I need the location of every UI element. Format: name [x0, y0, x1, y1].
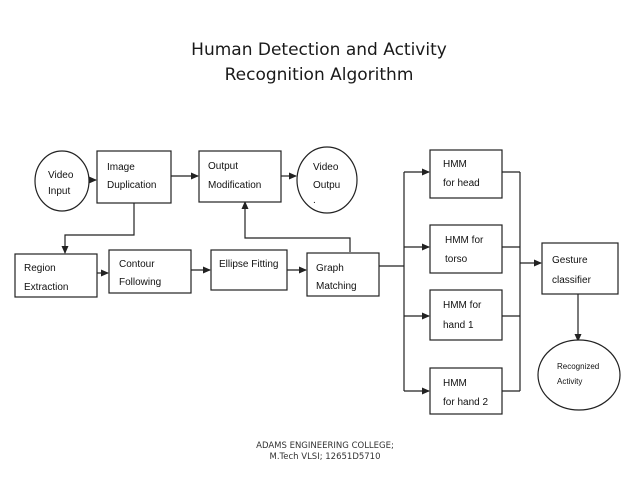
connectors [61, 168, 582, 395]
node-contour-following-line-2: Following [119, 277, 161, 288]
node-image-duplication-line-1: Image [107, 162, 135, 173]
slide-footer: ADAMS ENGINEERING COLLEGE; M.Tech VLSI; … [200, 441, 450, 463]
node-hmm-head: HMM for head [429, 149, 503, 199]
node-hmm-head-line-1: HMM [443, 159, 467, 170]
node-gesture-classifier-line-1: Gesture [552, 255, 588, 266]
node-gesture-classifier: Gesture classifier [541, 242, 619, 295]
node-graph-matching-line-2: Matching [316, 281, 357, 292]
node-output-modification-line-1: Output [208, 161, 238, 172]
node-image-duplication-line-2: Duplication [107, 180, 156, 191]
node-hmm-torso: HMM for torso [429, 224, 503, 274]
node-video-output-line-3: . [313, 195, 316, 206]
node-recognized-activity: Recognized Activity [537, 339, 621, 411]
node-region-extraction-line-2: Extraction [24, 282, 68, 293]
node-region-extraction: Region Extraction [14, 253, 98, 298]
arrow-image-duplication-to-region-extraction [61, 203, 135, 254]
node-ellipse-fitting-line-1: Ellipse Fitting [219, 259, 278, 270]
node-output-modification: Output Modification [198, 150, 282, 203]
node-graph-matching-line-1: Graph [316, 263, 344, 274]
diagram-title: Human Detection and Activity Recognition… [0, 38, 638, 88]
node-video-input-line-2: Input [48, 186, 70, 197]
node-hmm-hand1: HMM for hand 1 [429, 289, 503, 341]
arrow-graph-matching-to-output-modification [241, 201, 351, 252]
node-hmm-torso-line-2: torso [445, 254, 468, 265]
footer-line-2: M.Tech VLSI; 12651D5710 [269, 452, 381, 462]
node-output-modification-line-2: Modification [208, 180, 261, 191]
node-video-input: Video Input [34, 150, 90, 212]
node-hmm-head-line-2: for head [443, 178, 480, 189]
node-hmm-hand1-line-1: HMM for [443, 300, 482, 311]
node-hmm-hand2-line-2: for hand 2 [443, 397, 488, 408]
footer-line-1: ADAMS ENGINEERING COLLEGE; [256, 441, 394, 451]
node-video-output: Video Outpu . [296, 146, 358, 214]
node-video-output-line-1: Video [313, 162, 339, 173]
node-hmm-torso-line-1: HMM for [445, 235, 484, 246]
node-region-extraction-line-1: Region [24, 263, 56, 274]
node-ellipse-fitting: Ellipse Fitting [210, 249, 288, 291]
node-graph-matching: Graph Matching [306, 252, 380, 297]
title-line-2: Recognition Algorithm [224, 65, 414, 85]
node-hmm-hand2-line-1: HMM [443, 378, 467, 389]
node-hmm-hand2: HMM for hand 2 [429, 367, 503, 415]
node-contour-following-line-1: Contour [119, 259, 155, 270]
node-gesture-classifier-line-2: classifier [552, 275, 592, 286]
node-contour-following: Contour Following [108, 249, 192, 294]
node-image-duplication: Image Duplication [96, 150, 172, 204]
node-hmm-hand1-line-2: hand 1 [443, 320, 474, 331]
node-recognized-activity-line-2: Activity [557, 377, 582, 386]
node-recognized-activity-line-1: Recognized [557, 362, 599, 371]
node-video-input-line-1: Video [48, 170, 74, 181]
node-video-output-line-2: Outpu [313, 180, 340, 191]
title-line-1: Human Detection and Activity [191, 40, 447, 60]
